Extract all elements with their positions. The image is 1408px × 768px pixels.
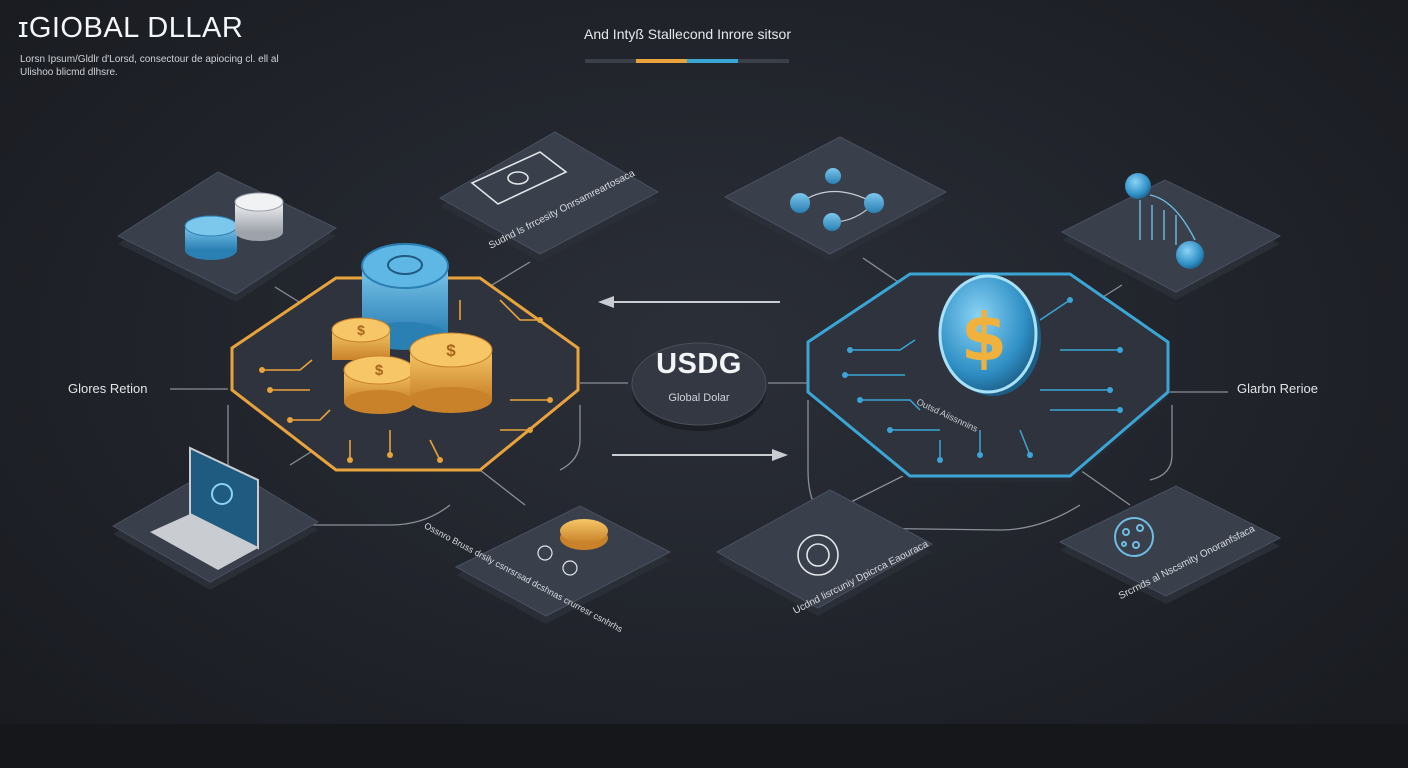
card-top-right bbox=[723, 136, 948, 262]
central-hub bbox=[631, 342, 767, 431]
blue-coin-stack bbox=[361, 243, 449, 350]
svg-text:$: $ bbox=[446, 341, 456, 360]
bill-icon bbox=[470, 151, 568, 205]
svg-text:$: $ bbox=[375, 362, 384, 379]
circuit-nodes-right bbox=[842, 297, 1123, 463]
coin-exchange-icon bbox=[537, 519, 608, 576]
progress-indicator bbox=[585, 59, 789, 63]
circuit-coin-top bbox=[1125, 173, 1151, 199]
hub-title: USDG bbox=[656, 348, 742, 380]
hex-platform-left: $ $ $ bbox=[230, 243, 580, 472]
card-top-left bbox=[116, 171, 338, 302]
page-subtitle: Lorsn Ipsum/Gldlr d'Lorsd, consectour de… bbox=[20, 54, 279, 78]
circuit-traces-right bbox=[845, 299, 1120, 460]
footer-band bbox=[0, 724, 1408, 768]
flow-arrow-right bbox=[612, 449, 788, 461]
page-title: ɪGIOBAL DLLAR bbox=[18, 12, 244, 44]
coin-stack-icon bbox=[184, 192, 284, 260]
circuit-nodes-left bbox=[259, 317, 553, 463]
svg-text:$: $ bbox=[961, 299, 1007, 376]
progress-segment-orange bbox=[636, 59, 687, 63]
progress-segment-blue bbox=[687, 59, 738, 63]
hex-platform-right: $ Outsd Aiissnnins bbox=[806, 272, 1170, 482]
right-region-label: Glarbn Rerioe bbox=[1237, 381, 1318, 396]
cycle-coin-icon bbox=[797, 534, 839, 576]
card-far-right bbox=[1060, 173, 1282, 300]
circuit-coin-bottom bbox=[1176, 241, 1204, 269]
flow-arrow-left bbox=[598, 296, 780, 308]
dollar-coin-icon: $ bbox=[938, 274, 1041, 396]
network-nodes-icon bbox=[790, 168, 884, 231]
svg-text:$: $ bbox=[357, 322, 365, 338]
hub-subtitle: Global Dolar bbox=[668, 392, 730, 404]
laptop-icon bbox=[150, 446, 259, 570]
card-bottom-left-laptop bbox=[111, 446, 319, 590]
globe-icon bbox=[1114, 517, 1154, 557]
circuit-coin-icon bbox=[1139, 194, 1196, 245]
card-bottom-right: Ucdnd lisrcuniy Dpicrca Eaouraca bbox=[715, 489, 934, 617]
circuit-traces-left bbox=[262, 299, 550, 461]
left-region-label: Glores Retion bbox=[68, 381, 148, 396]
card-bottom-far-right: Srcrnds al Nscsmity Onoranfsfaca bbox=[1058, 485, 1282, 604]
card-top-center: Sudnd ls frrcesity Onrsamreartosaca bbox=[438, 131, 660, 262]
card-bottom-center: Ossnro Bruss drsily csnrsrsad dcshnas cr… bbox=[423, 505, 672, 634]
top-caption: And Intyß Stallecond Inrore sitsor bbox=[584, 26, 791, 42]
gold-coin-stacks: $ $ $ bbox=[331, 317, 493, 414]
